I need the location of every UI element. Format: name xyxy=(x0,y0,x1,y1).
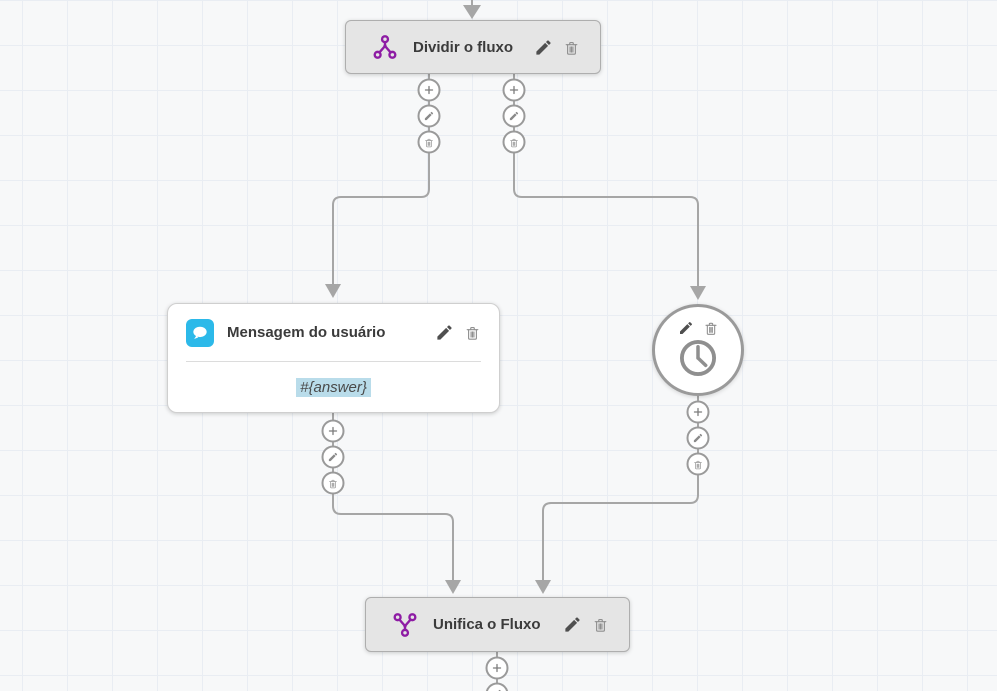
delete-branch-button[interactable] xyxy=(417,130,441,154)
add-connection-button[interactable] xyxy=(686,400,710,424)
trash-icon[interactable] xyxy=(464,323,481,342)
edit-icon[interactable] xyxy=(435,323,454,342)
add-connection-button[interactable] xyxy=(321,419,345,443)
node-timer[interactable] xyxy=(652,304,744,396)
node-title: Unifica o Fluxo xyxy=(433,616,541,633)
edit-connection-button[interactable] xyxy=(321,445,345,469)
variable-chip: #{answer} xyxy=(296,377,371,397)
add-branch-button[interactable] xyxy=(502,78,526,102)
chat-bubble-icon xyxy=(186,318,214,347)
delete-connection-button[interactable] xyxy=(321,471,345,495)
trash-icon[interactable] xyxy=(703,320,719,336)
divider xyxy=(186,361,481,362)
delete-connection-button[interactable] xyxy=(686,452,710,476)
node-title: Dividir o fluxo xyxy=(413,38,514,56)
add-connection-button[interactable] xyxy=(485,656,509,680)
clock-icon xyxy=(677,337,719,379)
node-merge-flow[interactable]: Unifica o Fluxo xyxy=(365,597,630,652)
edit-branch-button[interactable] xyxy=(502,104,526,128)
merge-flow-icon xyxy=(392,612,418,638)
node-title: Mensagem do usuário xyxy=(227,324,386,341)
edit-branch-button[interactable] xyxy=(417,104,441,128)
node-user-message[interactable]: Mensagem do usuário #{answer} xyxy=(167,303,500,413)
add-branch-button[interactable] xyxy=(417,78,441,102)
edit-icon[interactable] xyxy=(534,38,553,57)
trash-icon[interactable] xyxy=(563,38,580,57)
edit-icon[interactable] xyxy=(563,615,582,634)
edit-connection-button[interactable] xyxy=(485,682,509,691)
node-split-flow[interactable]: Dividir o fluxo xyxy=(345,20,601,74)
trash-icon[interactable] xyxy=(592,615,609,634)
edit-icon[interactable] xyxy=(678,320,694,336)
split-flow-icon xyxy=(372,34,398,60)
delete-branch-button[interactable] xyxy=(502,130,526,154)
edit-connection-button[interactable] xyxy=(686,426,710,450)
